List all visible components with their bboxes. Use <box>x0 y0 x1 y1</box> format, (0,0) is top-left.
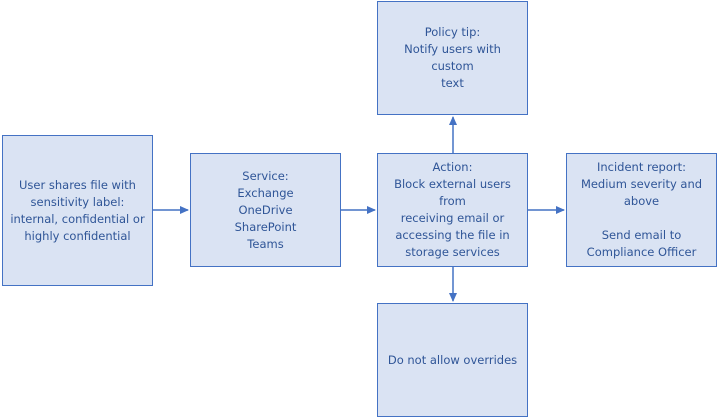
service-text: Service: Exchange OneDrive SharePoint Te… <box>234 168 297 251</box>
policy-tip-node: Policy tip: Notify users with custom tex… <box>377 1 528 115</box>
incident-report-text: Incident report: Medium severity and abo… <box>580 160 703 259</box>
incident-report-node: Incident report: Medium severity and abo… <box>566 153 717 267</box>
user-shares-text: User shares file with sensitivity label:… <box>10 177 145 243</box>
action-node: Action: Block external users from receiv… <box>377 153 528 267</box>
policy-tip-text: Policy tip: Notify users with custom tex… <box>404 25 501 90</box>
overrides-node: Do not allow overrides <box>377 303 528 417</box>
overrides-text: Do not allow overrides <box>387 352 518 367</box>
action-text: Action: Block external users from receiv… <box>394 160 511 259</box>
user-shares-node: User shares file with sensitivity label:… <box>2 135 153 286</box>
service-node: Service: Exchange OneDrive SharePoint Te… <box>190 153 341 267</box>
